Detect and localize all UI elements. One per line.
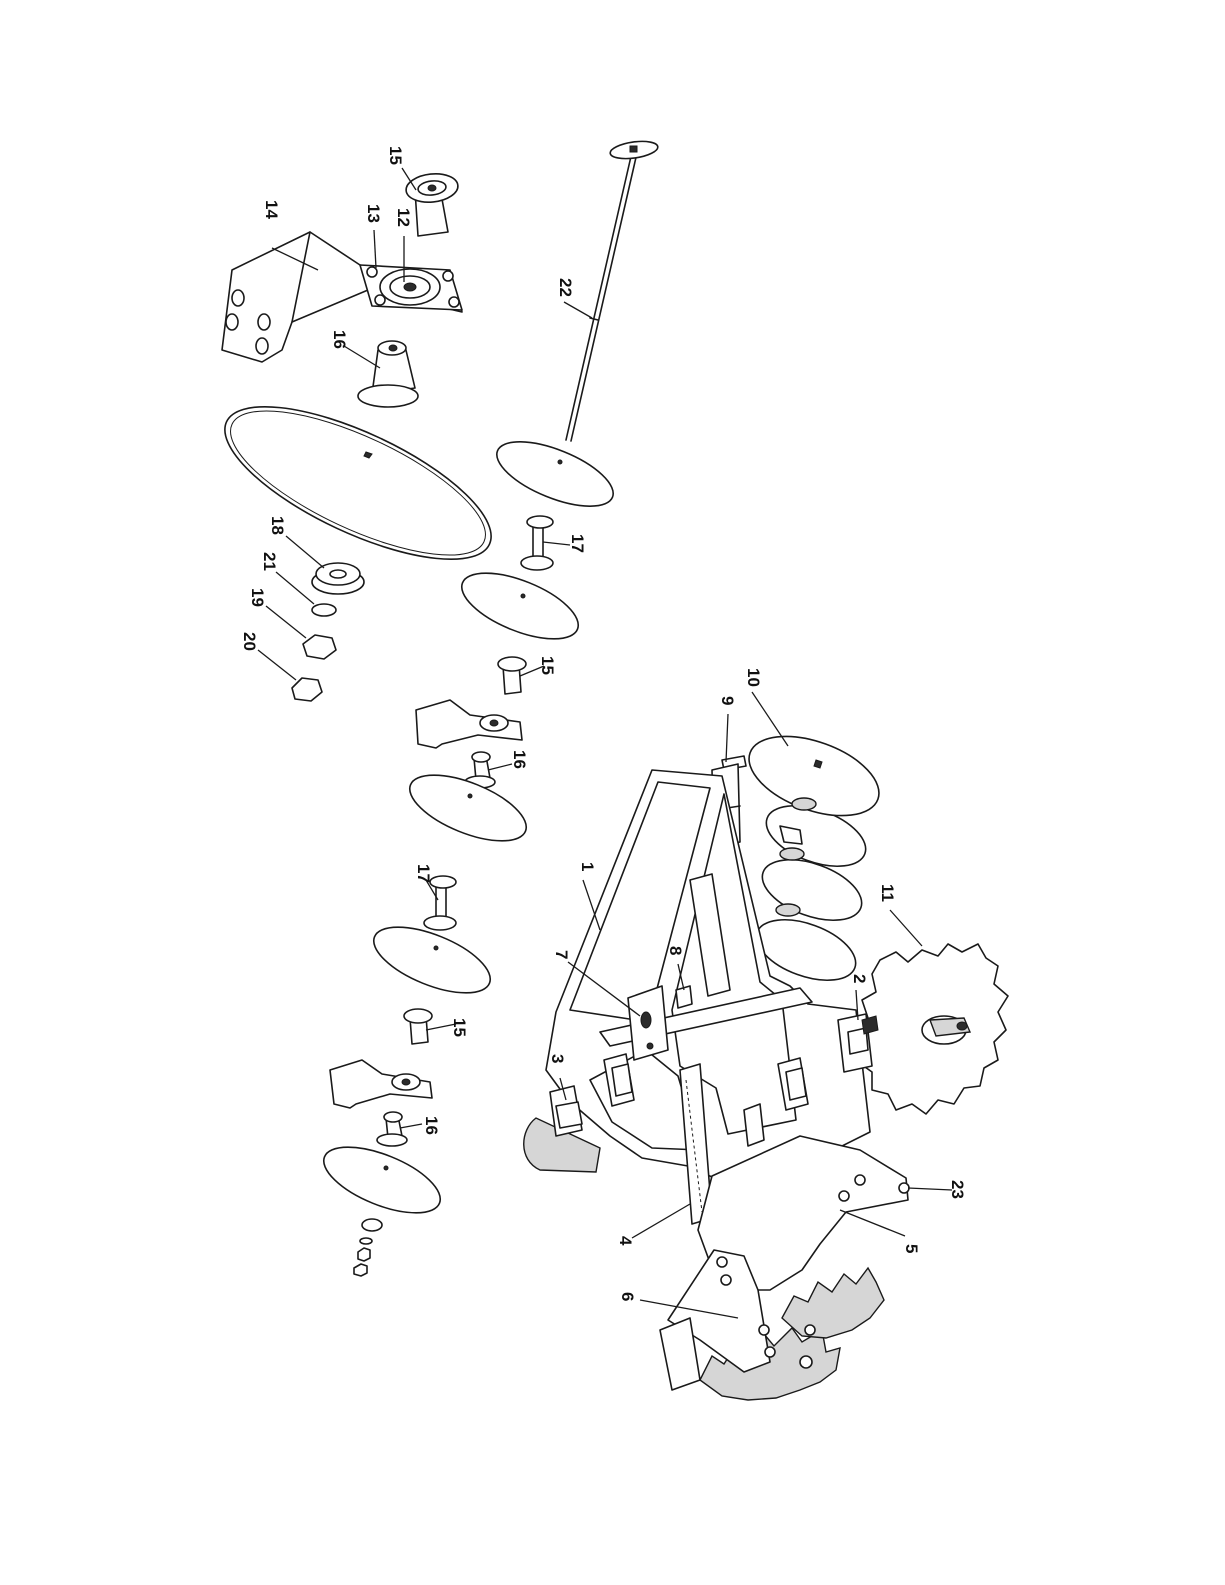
hardware-stack [354,1219,382,1276]
bearing-hanger-small [416,700,522,748]
callout-23: 23 [948,1180,967,1199]
callout-11: 11 [878,884,897,902]
callout-19: 19 [248,588,267,607]
callout-12: 12 [394,208,413,227]
callout-3: 3 [548,1054,567,1063]
callout-6: 6 [618,1292,637,1301]
disc-blade [401,762,535,855]
callout-17-lower: 17 [414,864,433,883]
callout-2: 2 [850,974,869,983]
assembled-disc-harrow [524,721,1008,1400]
callout-8: 8 [666,946,685,955]
callout-18: 18 [268,516,287,535]
bearing-hanger-small [330,1060,432,1108]
callout-14: 14 [262,200,281,219]
callout-13: 13 [364,204,383,223]
part-19-nut [303,635,336,659]
callout-4: 4 [616,1236,635,1246]
callout-7: 7 [552,950,571,959]
part-16-bushing [358,341,418,407]
callout-1: 1 [578,862,597,871]
part-21-washer [312,604,336,616]
callout-10: 10 [744,668,763,687]
callout-9: 9 [718,696,737,705]
disc-blade [453,560,587,653]
part-15-spacer-spool [404,1009,432,1044]
part-20-nut [292,678,322,701]
callout-16-top: 16 [330,330,349,349]
disc-blade [315,1134,449,1227]
leader-lines [258,168,952,1318]
callout-15-lower: 15 [450,1018,469,1037]
callout-21: 21 [260,552,279,571]
callout-16-lower: 16 [422,1116,441,1135]
callout-15-top: 15 [386,146,405,165]
disc-blade [489,429,622,520]
callout-17-upper: 17 [568,534,587,553]
callout-15-mid: 15 [538,656,557,675]
callout-16-mid: 16 [510,750,529,769]
large-disc-blade [205,376,510,589]
part-22-axle-rod [566,139,659,441]
callout-22: 22 [556,278,575,297]
callout-20: 20 [240,632,259,651]
callout-5: 5 [902,1244,921,1253]
part-18-end-spool [312,563,364,594]
part-16-bushing [377,1112,407,1146]
